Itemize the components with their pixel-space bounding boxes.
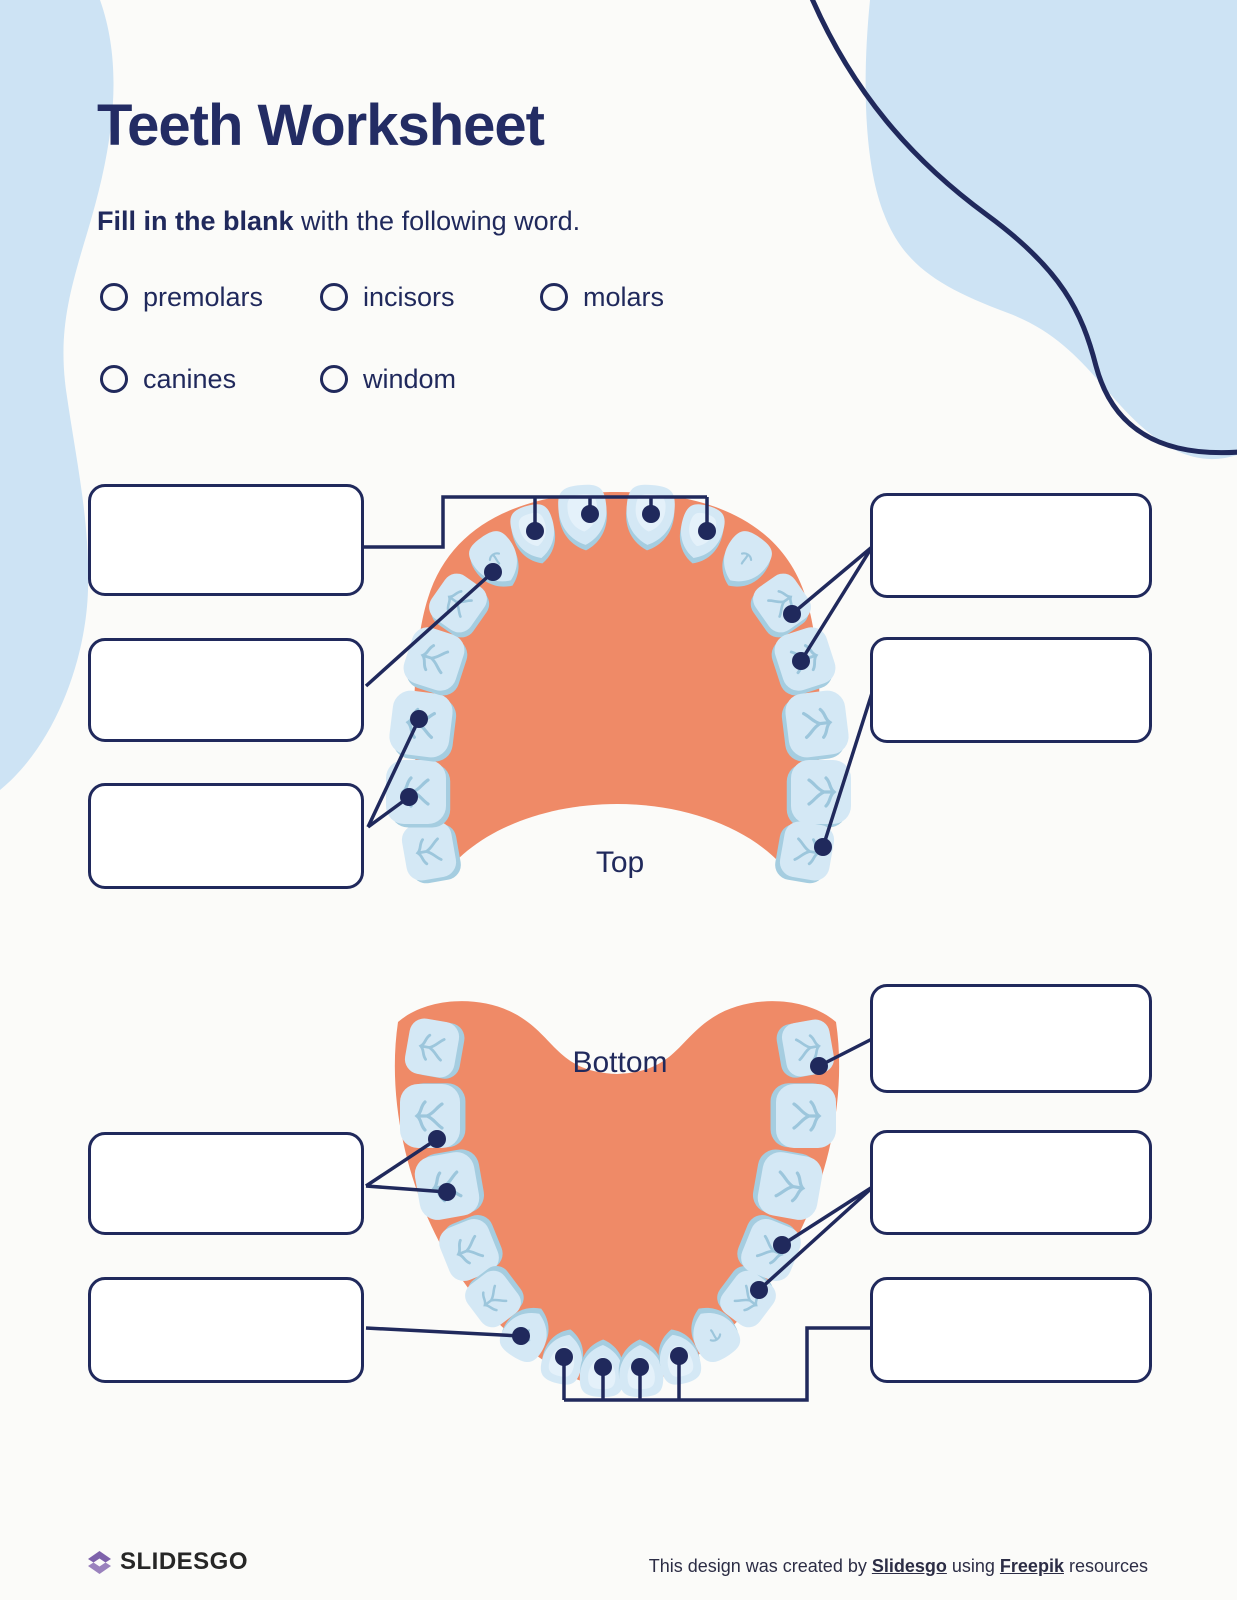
radio-circle-icon[interactable]: [320, 365, 348, 393]
answer-box-top-left-1[interactable]: [88, 484, 364, 596]
top-arch-label: Top: [595, 846, 645, 879]
bottom-arch-label: Bottom: [572, 1046, 668, 1079]
answer-box-bottom-right-3[interactable]: [870, 1277, 1152, 1383]
option-windom[interactable]: windom: [320, 362, 456, 396]
answer-box-top-right-1[interactable]: [870, 493, 1152, 598]
option-canines[interactable]: canines: [100, 362, 236, 396]
page-title: Teeth Worksheet: [97, 93, 545, 158]
instruction-rest: with the following word.: [293, 206, 581, 236]
credit-freepik-link[interactable]: Freepik: [999, 1556, 1064, 1576]
option-label: windom: [363, 364, 457, 394]
instruction-text: Fill in the blank with the following wor…: [97, 206, 580, 237]
slidesgo-s-icon: [88, 1550, 111, 1574]
radio-circle-icon[interactable]: [540, 283, 568, 311]
radio-circle-icon[interactable]: [100, 365, 128, 393]
credit-middle: using: [946, 1556, 1000, 1576]
slidesgo-logo-text: SLIDESGO: [120, 1548, 249, 1575]
credit-suffix: resources: [1063, 1556, 1148, 1576]
credit-line: This design was created by Slidesgo usin…: [649, 1556, 1148, 1577]
radio-circle-icon[interactable]: [320, 283, 348, 311]
option-label: molars: [583, 282, 665, 312]
option-label: premolars: [143, 282, 264, 312]
credit-prefix: This design was created by: [648, 1556, 872, 1576]
instruction-bold: Fill in the blank: [97, 206, 294, 236]
answer-box-top-right-2[interactable]: [870, 637, 1152, 743]
slidesgo-logo: SLIDESGO: [86, 1548, 248, 1576]
option-label: canines: [143, 364, 237, 394]
answer-box-bottom-right-2[interactable]: [870, 1130, 1152, 1235]
credit-slidesgo-link[interactable]: Slidesgo: [871, 1556, 947, 1576]
option-molars[interactable]: molars: [540, 280, 664, 314]
answer-box-top-left-2[interactable]: [88, 638, 364, 742]
option-label: incisors: [363, 282, 455, 312]
answer-box-top-left-3[interactable]: [88, 783, 364, 889]
answer-box-bottom-left-2[interactable]: [88, 1277, 364, 1383]
option-premolars[interactable]: premolars: [100, 280, 263, 314]
option-incisors[interactable]: incisors: [320, 280, 455, 314]
radio-circle-icon[interactable]: [100, 283, 128, 311]
answer-box-bottom-left-1[interactable]: [88, 1132, 364, 1235]
answer-box-bottom-right-1[interactable]: [870, 984, 1152, 1093]
